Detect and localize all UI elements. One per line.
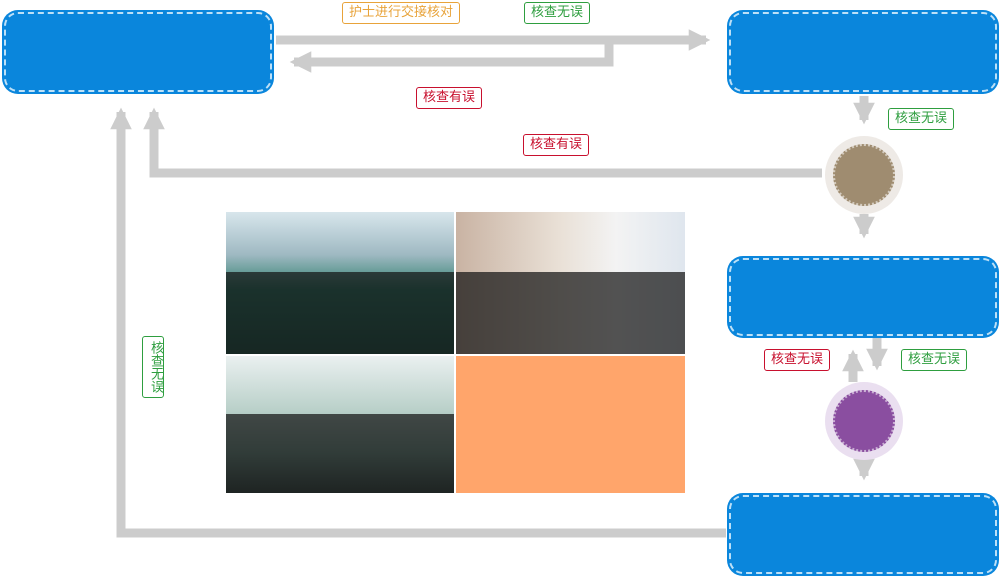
checkpoint-circle-2 <box>825 382 903 460</box>
arrow-circle1-to-box1 <box>143 107 822 178</box>
photo-operating-room <box>226 356 454 493</box>
process-box-2 <box>729 12 997 92</box>
label-top-error: 核查有误 <box>416 87 483 109</box>
label-right-error-2: 核查无误 <box>764 349 831 371</box>
checkpoint-circle-1 <box>825 136 903 214</box>
label-right-ok-1: 核查无误 <box>888 108 955 130</box>
arrow-return-to-box1 <box>289 40 614 73</box>
photo-doctor-patient <box>456 212 685 354</box>
photo-surgeons <box>226 212 454 354</box>
process-box-3 <box>729 258 997 336</box>
photo-placeholder <box>456 356 685 493</box>
label-right-ok-2: 核查无误 <box>901 349 968 371</box>
label-mid-error: 核查有误 <box>523 134 590 156</box>
label-left-ok: 核查无误 <box>142 336 164 398</box>
process-box-1 <box>4 12 272 92</box>
label-top-ok: 核查无误 <box>524 2 591 24</box>
process-box-4 <box>729 495 997 574</box>
arrow-box4-to-box1 <box>110 107 726 538</box>
label-handover: 护士进行交接核对 <box>342 2 461 24</box>
